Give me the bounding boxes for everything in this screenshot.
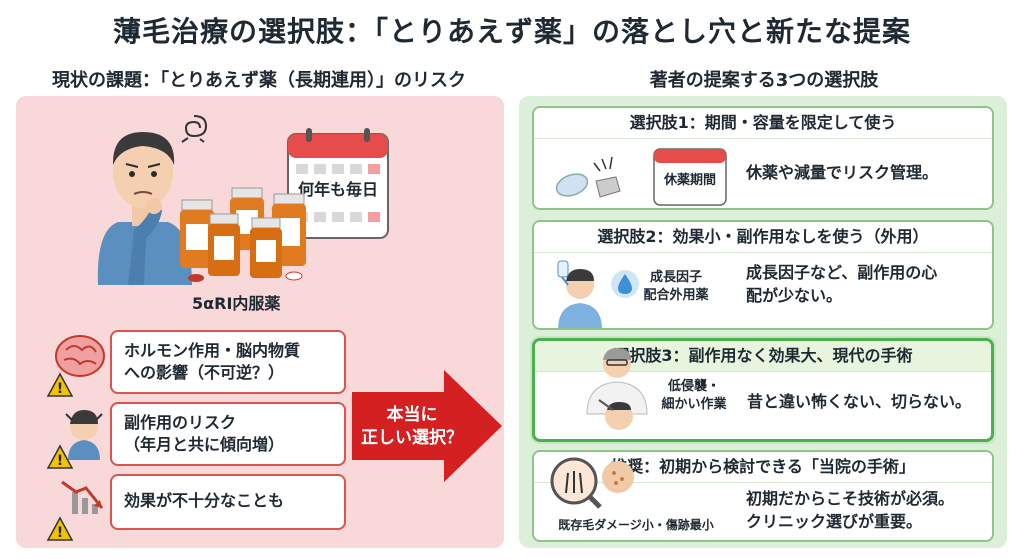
risk-box: ホルモン作用・脳内物質 への影響（不可逆？） <box>110 330 346 394</box>
option-desc: 昔と違い怖くない、切らない。 <box>747 390 971 413</box>
magnifier-scalp-icon <box>550 457 634 509</box>
risk-text-line1: 効果が不十分なことも <box>124 491 285 510</box>
option-desc-line2: 配が少ない。 <box>746 286 843 306</box>
option-desc-line1: 昔と違い怖くない、切らない。 <box>747 392 972 411</box>
worried-man-illustration <box>97 132 192 285</box>
calendar-icon <box>653 148 727 206</box>
declining-chart-warning-icon: ! <box>46 480 104 541</box>
risk-box: 副作用のリスク （年月と共に傾向増） <box>110 402 346 466</box>
pill-bottles-illustration <box>180 187 306 282</box>
risk-box: 効果が不十分なことも <box>110 474 346 530</box>
option-sub-line1: 低侵襲・ <box>667 379 720 394</box>
option-title: 推奨：初期から検討できる「当院の手術」 <box>534 452 992 483</box>
man-applying-topical-icon <box>557 260 602 328</box>
risk-text-line1: 副作用のリスク <box>124 413 237 432</box>
option-title: 選択肢2：効果小・副作用なしを使う（外用） <box>534 222 992 253</box>
page-title: 薄毛治療の選択肢：「とりあえず薬」の落とし穴と新たな提案 <box>112 15 911 48</box>
option-desc-line1: 成長因子など、副作用の心 <box>746 263 938 282</box>
arrow-text-line2: 正しい選択？ <box>361 427 463 448</box>
option-desc-line1: 初期だからこそ技術が必須。 <box>746 489 955 508</box>
option-desc-line1: 休薬や減量でリスク管理。 <box>746 163 939 182</box>
svg-text:!: ! <box>57 381 63 397</box>
calendar-text: 何年も毎日 <box>297 180 378 199</box>
surgeon-icon <box>586 348 648 430</box>
brain-warning-icon: ! <box>46 335 105 397</box>
left-heading: 現状の課題：「とりあえず薬（長期連用）」のリスク <box>52 70 466 91</box>
risk-text-line1: ホルモン作用・脳内物質 <box>124 341 301 360</box>
option-icon-text: 休薬期間 <box>663 173 716 188</box>
left-panel <box>16 96 504 548</box>
option-card: 選択肢1：期間・容量を限定して使う 休薬期間 休薬や減量でリスク管理。 <box>532 106 994 210</box>
option-title: 選択肢1：期間・容量を限定して使う <box>534 108 992 139</box>
option-sub-line1: 成長因子 <box>649 270 702 285</box>
svg-text:!: ! <box>57 453 63 469</box>
option-desc: 休薬や減量でリスク管理。 <box>746 161 938 184</box>
risk-text-line2: への影響（不可逆？） <box>124 363 285 383</box>
headache-warning-icon: ! <box>46 410 103 469</box>
recommendation-card: 推奨：初期から検討できる「当院の手術」 既存毛ダメージ小・傷跡最小 初期だからこ… <box>532 450 994 542</box>
option-sub-line1: 既存毛ダメージ小・傷跡最小 <box>558 518 714 532</box>
option-sub: 低侵襲・ 細かい作業 <box>655 378 733 413</box>
option-sub: 成長因子 配合外用薬 <box>640 269 712 304</box>
option-desc-line2: クリニック選びが重要。 <box>746 512 923 532</box>
option-card: 選択肢2：効果小・副作用なしを使う（外用） 成長因子 配合外用薬 成長因子など、… <box>532 220 994 330</box>
risk-text-line2: （年月と共に傾向増） <box>124 435 285 455</box>
confused-swirl-icon <box>181 115 208 143</box>
option-card-highlighted: 選択肢3：副作用なく効果大、現代の手術 低侵襲・ 細かい作業 昔と違い怖くない、… <box>532 338 994 442</box>
risk-item: ! 副作用のリスク （年月と共に傾向増） <box>46 402 346 469</box>
option-sub: 既存毛ダメージ小・傷跡最小 <box>536 517 736 533</box>
option-desc: 初期だからこそ技術が必須。 クリニック選びが重要。 <box>746 487 954 533</box>
option-desc: 成長因子など、副作用の心 配が少ない。 <box>746 261 937 307</box>
droplet-icon <box>611 270 639 298</box>
arrow-question: 本当に 正しい選択？ <box>356 404 468 450</box>
right-heading: 著者の提案する3つの選択肢 <box>649 70 879 91</box>
drug-label: 5αRI内服薬 <box>192 294 281 313</box>
option-sub-line2: 配合外用薬 <box>643 287 709 303</box>
risk-item: ! 効果が不十分なことも <box>46 474 346 541</box>
pill-cut-icon <box>555 156 621 198</box>
arrow-text-line1: 本当に <box>386 405 438 425</box>
right-arrow-icon <box>352 370 502 482</box>
option-sub-line2: 細かい作業 <box>661 396 727 412</box>
svg-text:!: ! <box>57 525 63 541</box>
risk-item: ! ホルモン作用・脳内物質 への影響（不可逆？） <box>46 330 346 397</box>
